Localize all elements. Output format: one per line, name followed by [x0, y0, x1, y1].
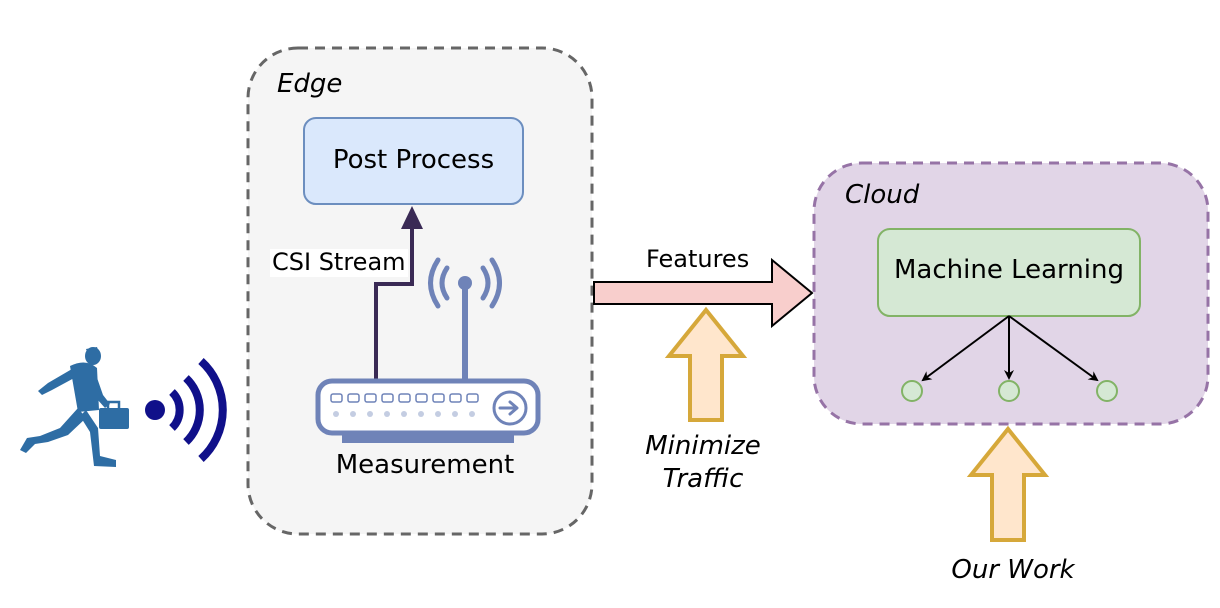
minimize-traffic-line-1: Minimize — [645, 431, 761, 461]
our-work-arrow — [966, 425, 1050, 542]
cloud-title: Cloud — [845, 180, 920, 210]
csi-stream-label: CSI Stream — [270, 248, 408, 277]
minimize-traffic-line-2: Traffic — [662, 463, 744, 494]
measurement-label: Measurement — [335, 450, 515, 480]
csi-stream-arrowhead — [401, 206, 423, 229]
machine-learning-label: Machine Learning — [894, 255, 1124, 285]
csi-stream-arrow — [374, 226, 414, 384]
wifi-signal-icon — [145, 358, 227, 462]
ml-output-arrow-left — [921, 315, 1010, 382]
ml-output-arrow-right — [1008, 315, 1099, 382]
ml-output-node-center — [998, 380, 1020, 402]
minimize-traffic-arrow — [664, 306, 748, 422]
minimize-traffic-label: Minimize Traffic — [640, 430, 766, 495]
ml-output-node-right — [1096, 380, 1118, 402]
antenna-signal-icon — [428, 257, 502, 384]
walking-person-icon — [20, 347, 129, 467]
our-work-label: Our Work — [951, 555, 1075, 585]
features-label: Features — [646, 245, 750, 273]
edge-title: Edge — [277, 69, 343, 99]
post-process-label: Post Process — [332, 145, 495, 175]
router-icon — [315, 378, 541, 443]
post-process-box — [303, 117, 524, 205]
ml-output-node-left — [901, 380, 923, 402]
features-arrow — [593, 257, 814, 329]
